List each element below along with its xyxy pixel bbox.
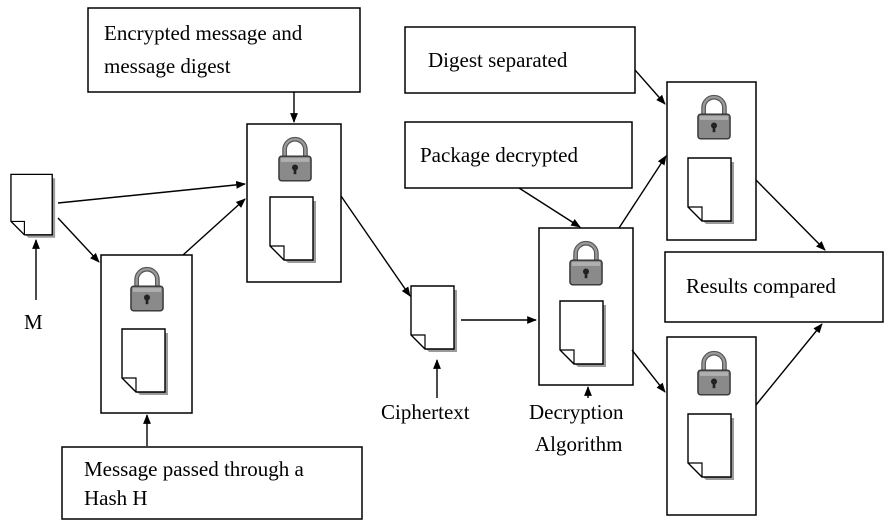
- document-icon: [687, 413, 735, 481]
- encrypted-box-line2: message digest: [104, 54, 231, 78]
- ciphertext-document-icon: [410, 285, 458, 353]
- decryption-label-line2: Algorithm: [535, 432, 623, 456]
- message-label: M: [24, 310, 43, 334]
- document-icon: [269, 196, 317, 264]
- ciphertext-label: Ciphertext: [381, 400, 470, 424]
- digest-separated-box: Digest separated: [404, 26, 636, 94]
- results-compared-box: Results compared: [664, 251, 884, 323]
- arrow-package-to-ciphertext: [340, 195, 411, 297]
- flow-arrows: [32, 69, 826, 446]
- arrow-decryption-to-digest: [618, 155, 667, 229]
- arrow-hash-to-package: [182, 198, 246, 256]
- arrow-document-to-hash: [57, 217, 100, 263]
- hash-box-line2: Hash H: [84, 486, 148, 510]
- package-decrypted-box: Package decrypted: [404, 121, 633, 189]
- separated-message-container: [666, 336, 757, 516]
- decryption-label-line1: Decryption: [529, 400, 624, 424]
- message-document-icon: [10, 173, 56, 239]
- separated-digest-container: [666, 81, 757, 241]
- document-icon: [559, 300, 607, 368]
- hashed-message-container: [100, 254, 193, 414]
- encrypted-message-box: Encrypted message and message digest: [87, 7, 361, 93]
- package-decrypted-label: Package decrypted: [420, 143, 579, 167]
- decryption-container: [538, 227, 634, 386]
- arrow-decryption-to-message: [631, 349, 666, 393]
- hash-box-line1: Message passed through a: [84, 457, 305, 481]
- arrow-label-to-decryption: [518, 187, 581, 228]
- document-icon: [687, 157, 735, 225]
- results-compared-label: Results compared: [686, 274, 836, 298]
- arrow-document-to-package: [57, 180, 246, 204]
- hash-box: Message passed through a Hash H: [61, 446, 363, 520]
- arrow-message-to-results: [755, 323, 823, 406]
- encrypted-package-container: [246, 123, 342, 283]
- encrypted-box-line1: Encrypted message and: [104, 21, 303, 45]
- document-icon: [121, 328, 169, 396]
- arrow-label-to-digest: [634, 69, 666, 105]
- digest-separated-label: Digest separated: [428, 48, 568, 72]
- arrow-digest-to-results: [755, 179, 826, 251]
